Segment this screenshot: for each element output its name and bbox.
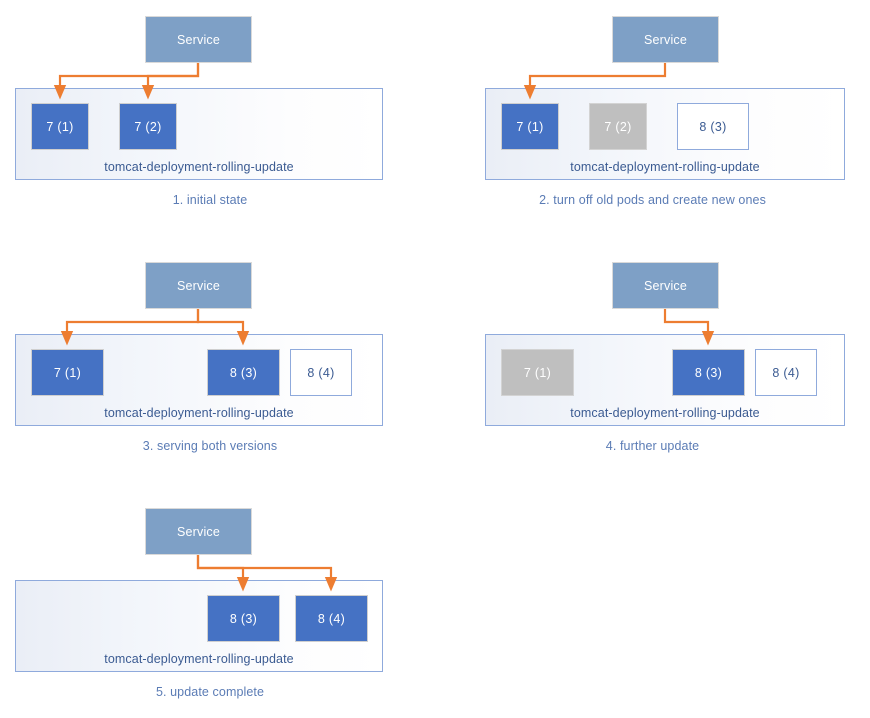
pod-7-1[interactable]: 7 (1) [501, 103, 559, 150]
pod-7-2[interactable]: 7 (2) [119, 103, 177, 150]
deployment-label: tomcat-deployment-rolling-update [104, 652, 294, 666]
pod-8-3[interactable]: 8 (3) [672, 349, 745, 396]
pod-8-3[interactable]: 8 (3) [207, 349, 280, 396]
deployment-label: tomcat-deployment-rolling-update [104, 160, 294, 174]
service-node[interactable]: Service [145, 508, 252, 555]
pod-7-1[interactable]: 7 (1) [501, 349, 574, 396]
pod-8-3[interactable]: 8 (3) [677, 103, 749, 150]
pod-8-4[interactable]: 8 (4) [295, 595, 368, 642]
panel-caption: 1. initial state [172, 193, 248, 207]
pod-7-1[interactable]: 7 (1) [31, 349, 104, 396]
pod-8-3[interactable]: 8 (3) [207, 595, 280, 642]
deployment-label: tomcat-deployment-rolling-update [570, 406, 760, 420]
deployment-label: tomcat-deployment-rolling-update [104, 406, 294, 420]
service-node[interactable]: Service [145, 16, 252, 63]
service-node[interactable]: Service [612, 16, 719, 63]
panel-caption: 4. further update [605, 439, 700, 453]
service-node[interactable]: Service [145, 262, 252, 309]
pod-7-2[interactable]: 7 (2) [589, 103, 647, 150]
deployment-label: tomcat-deployment-rolling-update [570, 160, 760, 174]
service-node[interactable]: Service [612, 262, 719, 309]
panel-caption: 3. serving both versions [142, 439, 278, 453]
pod-8-4[interactable]: 8 (4) [755, 349, 817, 396]
pod-7-1[interactable]: 7 (1) [31, 103, 89, 150]
pod-8-4[interactable]: 8 (4) [290, 349, 352, 396]
panel-caption: 5. update complete [155, 685, 265, 699]
panel-caption: 2. turn off old pods and create new ones [539, 193, 766, 207]
